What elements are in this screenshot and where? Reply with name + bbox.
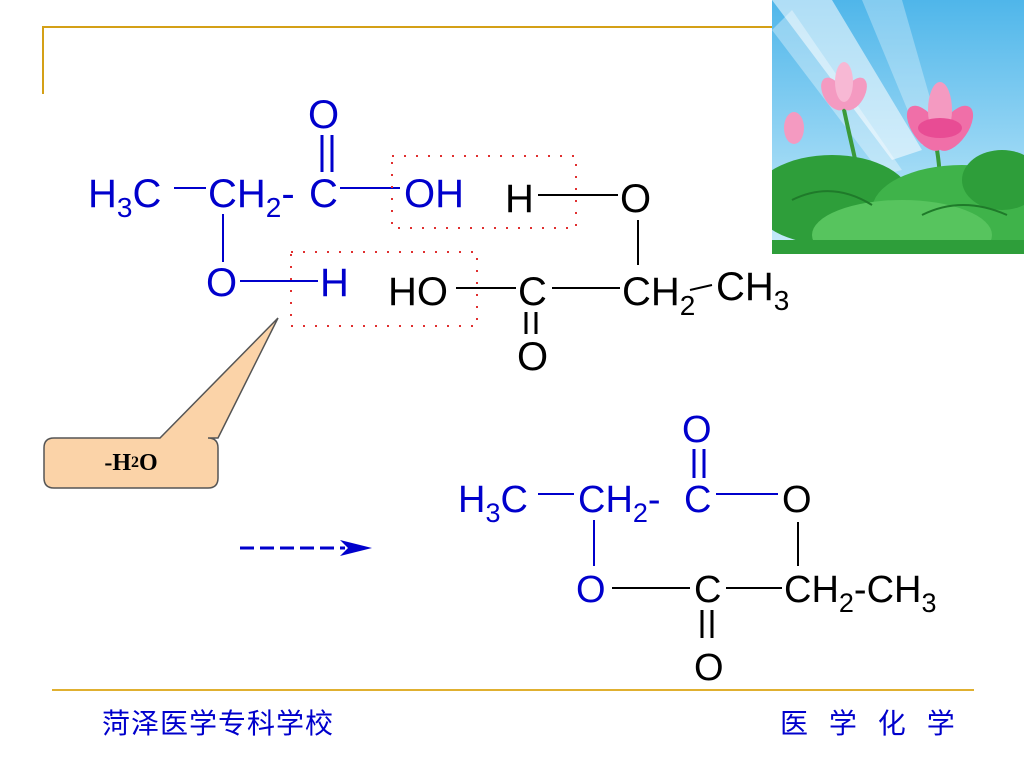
product-ring-o-1: O (782, 479, 812, 521)
hydroxyl-oh-1: OH (404, 172, 464, 216)
alpha-h-2: H (505, 177, 534, 221)
product-methyl-1: H3C (458, 479, 528, 528)
header-border-left (42, 26, 44, 94)
footer-divider (52, 689, 974, 691)
header-border-top (42, 26, 782, 28)
alpha-o-1: O (206, 261, 237, 305)
product-methylene-1: CH2- (578, 479, 661, 528)
carbonyl-o-1: O (308, 93, 339, 137)
product-ethyl-group: CH2-CH3 (784, 569, 937, 618)
carboxyl-c-1: C (309, 172, 338, 216)
footer-course-name: 医 学 化 学 (780, 707, 961, 740)
carboxyl-c-2: C (518, 270, 547, 314)
reaction-arrow (240, 540, 372, 556)
removed-h-box (290, 251, 478, 327)
lotus-illustration (772, 0, 1024, 254)
footer-school-name: 菏泽医学专科学校 (102, 707, 335, 740)
methylene-2: CH2 (622, 270, 695, 321)
methylene-1: CH2- (208, 172, 295, 223)
hydroxyl-oh-2: HO (388, 270, 448, 314)
alpha-h-1: H (320, 261, 349, 305)
product-carbonyl-o-2: O (694, 647, 724, 689)
methyl-group-2: CH3 (716, 265, 789, 316)
product-carboxyl-c-1: C (684, 479, 711, 521)
methyl-group-1: H3C (88, 172, 161, 223)
product-ring-o-2: O (576, 569, 606, 611)
removed-oh-box (391, 155, 577, 229)
product-carbonyl-o-1: O (682, 409, 712, 451)
product-carboxyl-c-2: C (694, 569, 721, 611)
carbonyl-o-2: O (517, 335, 548, 379)
alpha-o-2: O (620, 177, 651, 221)
callout-bubble (43, 317, 279, 489)
